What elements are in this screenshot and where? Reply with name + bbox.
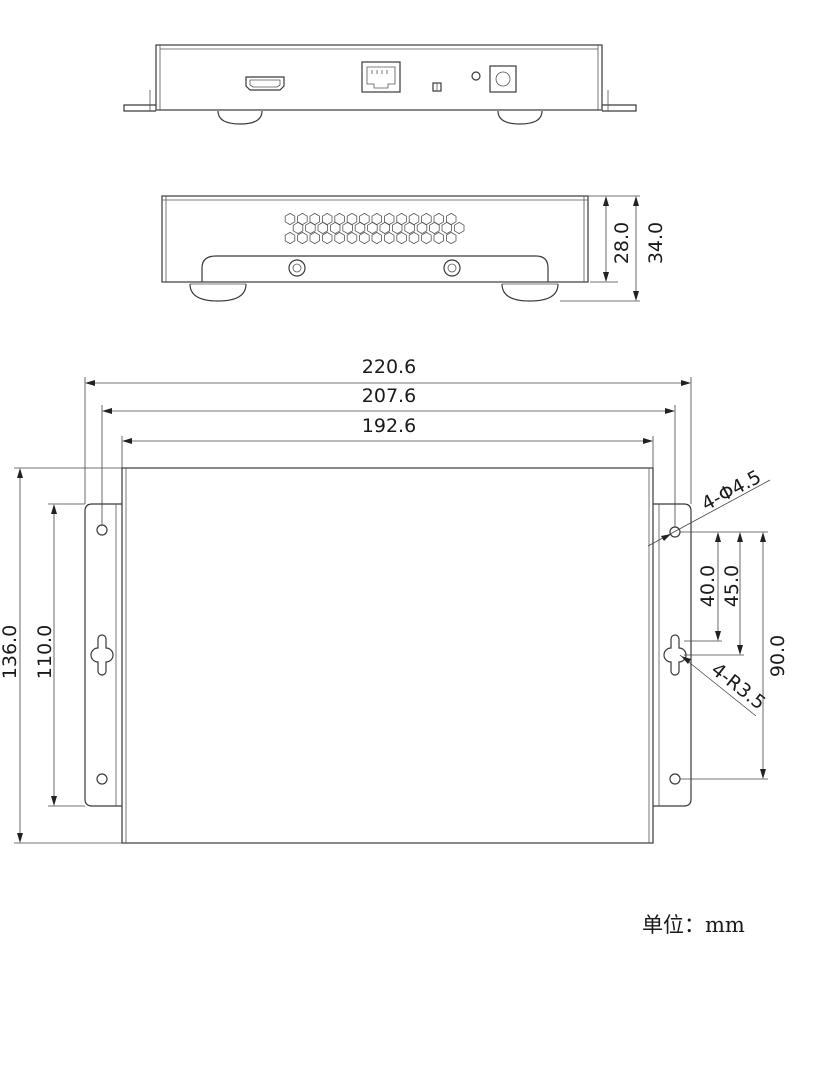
dc-power-jack-icon: [489, 65, 517, 93]
left-keyhole-slot: [90, 634, 114, 676]
dim-136-label: 136.0: [0, 625, 21, 679]
vent-hole: [359, 231, 370, 245]
vent-hole: [292, 221, 304, 235]
screw-right-icon: [443, 259, 461, 277]
vent-hole: [342, 221, 353, 235]
hdmi-port-icon: [245, 76, 285, 91]
depth-dimensions: 136.0 110.0: [0, 467, 122, 844]
vent-hole: [445, 231, 457, 245]
vent-hole: [421, 231, 432, 245]
vent-hole: [334, 231, 345, 245]
vent-hole: [433, 231, 445, 245]
vent-hole: [359, 212, 370, 226]
vent-hole: [305, 221, 316, 235]
vent-hole: [429, 221, 440, 235]
dim-34-label: 34.0: [645, 222, 667, 264]
vent-hole: [297, 231, 308, 245]
vent-hole: [354, 221, 366, 235]
top-view: [84, 467, 692, 844]
vent-hole: [371, 212, 383, 226]
slot-callout-label: 4-R3.5: [707, 659, 770, 715]
width-dimensions: 220.6 207.6 192.6: [84, 356, 692, 527]
vent-hole: [408, 212, 420, 226]
hole-dimensions: 40.0 45.0 90.0: [680, 531, 789, 780]
side-view: [161, 195, 589, 302]
front-chassis: [155, 44, 603, 111]
top-body: [121, 467, 654, 844]
dim-207-label: 207.6: [362, 385, 416, 407]
left-hole-bottom: [96, 773, 108, 785]
vent-hole: [371, 231, 383, 245]
vent-hole: [421, 212, 432, 226]
vent-hole: [383, 212, 395, 226]
side-chassis: [161, 195, 589, 283]
height-dimensions: 28.0 34.0: [560, 195, 667, 302]
side-foot-right: [501, 283, 559, 302]
right-hole-bottom: [669, 773, 681, 785]
dim-45-label: 45.0: [721, 565, 743, 607]
front-foot-right: [497, 110, 543, 125]
vent-hole: [284, 231, 296, 245]
vent-hole: [309, 212, 321, 226]
vent-hole: [367, 221, 378, 235]
vent-hole: [321, 212, 333, 226]
vent-hole: [383, 231, 395, 245]
vent-hole: [433, 212, 445, 226]
vent-hole: [297, 212, 308, 226]
dim-90-label: 90.0: [767, 635, 789, 677]
dim-220-label: 220.6: [362, 356, 416, 378]
right-keyhole-slot: [663, 634, 687, 676]
vent-hole: [346, 231, 358, 245]
vent-hole: [404, 221, 415, 235]
vent-hole: [396, 231, 407, 245]
side-foot-left: [189, 283, 247, 302]
ethernet-port-icon: [361, 61, 401, 93]
left-hole-top: [96, 524, 108, 536]
vent-hole: [408, 231, 420, 245]
left-mount-bracket: [84, 503, 122, 807]
vent-hole: [441, 221, 453, 235]
dim-40-label: 40.0: [697, 565, 719, 607]
dim-110-label: 110.0: [34, 625, 56, 679]
right-hole-top: [669, 526, 681, 538]
hole-callout-label: 4-Φ4.5: [698, 466, 765, 516]
vent-hole: [309, 231, 321, 245]
vent-hole: [284, 212, 296, 226]
screw-left-icon: [288, 259, 306, 277]
vent-hole: [391, 221, 403, 235]
vent-hole: [416, 221, 428, 235]
vent-hole: [379, 221, 391, 235]
dim-192-label: 192.6: [362, 415, 416, 437]
led-indicator-icon: [471, 71, 481, 81]
vent-hole: [334, 212, 345, 226]
ventilation-grille: [284, 212, 465, 245]
vent-hole: [396, 212, 407, 226]
vent-hole: [329, 221, 341, 235]
unit-label: 单位：mm: [642, 913, 745, 937]
dim-28-label: 28.0: [611, 222, 633, 264]
front-foot-left: [217, 110, 263, 125]
vent-hole: [317, 221, 329, 235]
vent-hole: [445, 212, 457, 226]
side-flange-bracket: [201, 255, 549, 282]
vent-hole: [346, 212, 358, 226]
vent-hole: [453, 221, 465, 235]
vent-hole: [321, 231, 333, 245]
front-view: [123, 44, 637, 125]
